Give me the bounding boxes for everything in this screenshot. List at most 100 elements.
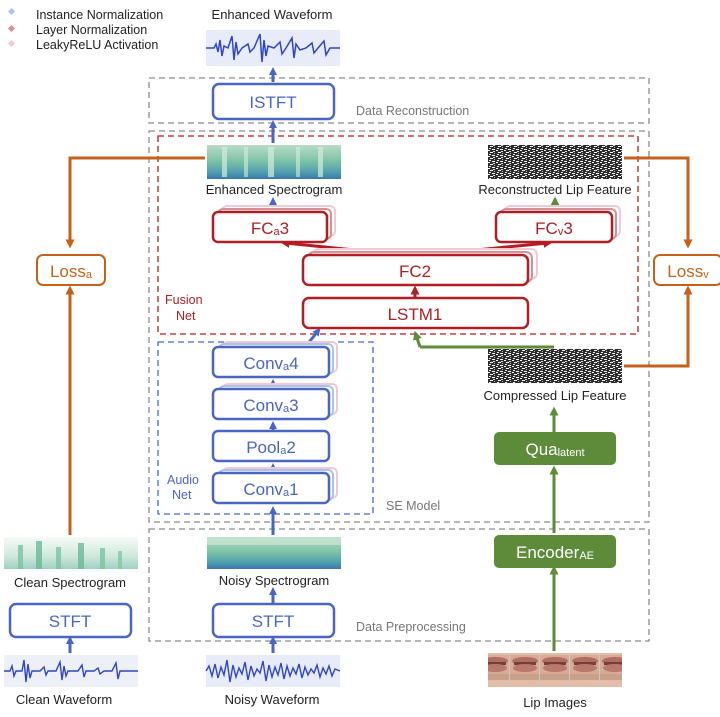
audio-net-label-line2: Net <box>172 488 192 502</box>
data-preprocessing-label: Data Preprocessing <box>356 620 466 634</box>
clean-waveform <box>4 655 138 687</box>
fc-v3-sub: v <box>558 226 564 238</box>
lip-images <box>488 653 622 687</box>
noisy-spectrogram-caption: Noisy Spectrogram <box>219 573 330 588</box>
svg-text:Qualatent: Qualatent <box>525 440 584 459</box>
fc-v3-num: 3 <box>563 219 572 238</box>
encoder-ae-block: EncoderAE <box>494 535 616 568</box>
svg-text:Conva4: Conva4 <box>243 354 298 373</box>
svg-text:Conva3: Conva3 <box>243 396 298 415</box>
conv-a4-num: 4 <box>289 354 298 373</box>
qua-latent-sub: latent <box>558 447 585 459</box>
lstm1-block: LSTM1 <box>301 296 530 330</box>
arrow-recon-lip-to-lossv <box>624 156 693 249</box>
encoder-ae-label: Encoder <box>516 543 580 562</box>
svg-text:FCv3: FCv3 <box>535 219 573 238</box>
data-preprocessing-region <box>148 528 650 642</box>
fusion-net-region <box>157 135 639 335</box>
se-model-label: SE Model <box>386 499 440 513</box>
clean-spectrogram <box>4 537 138 569</box>
svg-text:Lossv: Lossv <box>667 262 709 281</box>
fc-v3-label: FC <box>535 219 558 238</box>
stft-noisy-label: STFT <box>252 612 295 631</box>
conv-a4-block: Conva4 <box>211 341 338 379</box>
svg-text:EncoderAE: EncoderAE <box>516 543 594 562</box>
audio-net-label-line1: Audio <box>167 473 199 487</box>
lstm1-label: LSTM1 <box>388 305 443 324</box>
svg-text:Conva1: Conva1 <box>243 480 298 499</box>
conv-a3-sub: a <box>283 403 290 415</box>
conv-a1-label: Conv <box>243 480 283 499</box>
conv-a4-label: Conv <box>243 354 283 373</box>
qua-latent-block: Qualatent <box>494 432 616 465</box>
data-reconstruction-region <box>148 77 650 124</box>
noisy-spectrogram <box>207 537 341 569</box>
legend-item-instance-norm: Instance Normalization <box>7 7 163 22</box>
encoder-ae-sub: AE <box>579 550 594 562</box>
istft-label: ISTFT <box>249 93 296 112</box>
fc-a3-num: 3 <box>280 219 289 238</box>
audio-net-region <box>157 341 374 515</box>
legend-label: Layer Normalization <box>36 23 147 37</box>
stft-clean-label: STFT <box>49 612 92 631</box>
compressed-lip-caption: Compressed Lip Feature <box>483 388 626 403</box>
enhanced-spectrogram <box>207 145 341 179</box>
svg-text:Poola2: Poola2 <box>246 438 296 457</box>
conv-a1-num: 1 <box>289 480 298 499</box>
fc-v3-block: FCv3 <box>494 205 621 244</box>
reconstructed-lip-caption: Reconstructed Lip Feature <box>478 182 631 197</box>
stft-noisy-block: STFT <box>211 602 336 639</box>
noisy-waveform <box>205 655 341 687</box>
conv-a3-block: Conva3 <box>211 383 338 421</box>
fusion-net-label-line2: Net <box>176 309 196 323</box>
fc2-label: FC2 <box>399 262 431 281</box>
pool-a2-num: 2 <box>286 438 295 457</box>
conv-a4-sub: a <box>283 361 290 373</box>
compressed-lip-feature <box>488 349 622 383</box>
fusion-net-label-line1: Fusion <box>165 293 203 307</box>
arrow-enh-spec-to-lossa <box>65 156 205 249</box>
loss-a-sub: a <box>86 269 93 281</box>
loss-v-block: Lossv <box>653 254 720 286</box>
istft-block: ISTFT <box>211 82 336 121</box>
se-model-region <box>148 130 650 523</box>
loss-a-label: Loss <box>50 262 86 281</box>
loss-v-label: Loss <box>667 262 703 281</box>
stft-clean-block: STFT <box>8 602 133 639</box>
pool-a2-block: Poola2 <box>211 429 331 463</box>
legend-item-layer-norm: Layer Normalization <box>7 23 147 37</box>
legend-label: Instance Normalization <box>36 8 163 22</box>
enhanced-waveform-caption: Enhanced Waveform <box>212 7 333 22</box>
layer-norm-icon <box>7 24 16 33</box>
arrow-compressed-to-lossv <box>624 285 693 368</box>
loss-a-block: Lossa <box>36 254 106 286</box>
legend-label: LeakyReLU Activation <box>36 38 158 52</box>
arrow-compressed-to-lstm1-tip <box>413 330 422 348</box>
leakyrelu-icon <box>7 39 16 48</box>
fc-a3-sub: a <box>274 226 281 238</box>
instance-norm-icon <box>7 7 16 16</box>
pool-a2-label: Pool <box>246 438 280 457</box>
lip-images-caption: Lip Images <box>523 695 587 710</box>
data-reconstruction-label: Data Reconstruction <box>356 104 469 118</box>
conv-a1-sub: a <box>283 487 290 499</box>
noisy-waveform-caption: Noisy Waveform <box>225 692 320 707</box>
fc2-block: FC2 <box>301 248 538 287</box>
conv-a3-label: Conv <box>243 396 283 415</box>
loss-v-sub: v <box>703 269 709 281</box>
qua-latent-label: Qua <box>525 440 558 459</box>
legend: Instance Normalization Layer Normalizati… <box>7 7 163 52</box>
enhanced-waveform <box>206 30 340 66</box>
clean-spectrogram-caption: Clean Spectrogram <box>14 575 126 590</box>
clean-waveform-caption: Clean Waveform <box>16 692 112 707</box>
fc-a3-block: FCa3 <box>211 205 336 244</box>
svg-text:FCa3: FCa3 <box>251 219 289 238</box>
conv-a3-num: 3 <box>289 396 298 415</box>
svg-text:Lossa: Lossa <box>50 262 93 281</box>
enhanced-spectrogram-caption: Enhanced Spectrogram <box>206 182 343 197</box>
reconstructed-lip-feature <box>488 145 622 179</box>
conv-a1-block: Conva1 <box>211 467 338 505</box>
fc-a3-label: FC <box>251 219 274 238</box>
pool-a2-sub: a <box>280 445 287 457</box>
